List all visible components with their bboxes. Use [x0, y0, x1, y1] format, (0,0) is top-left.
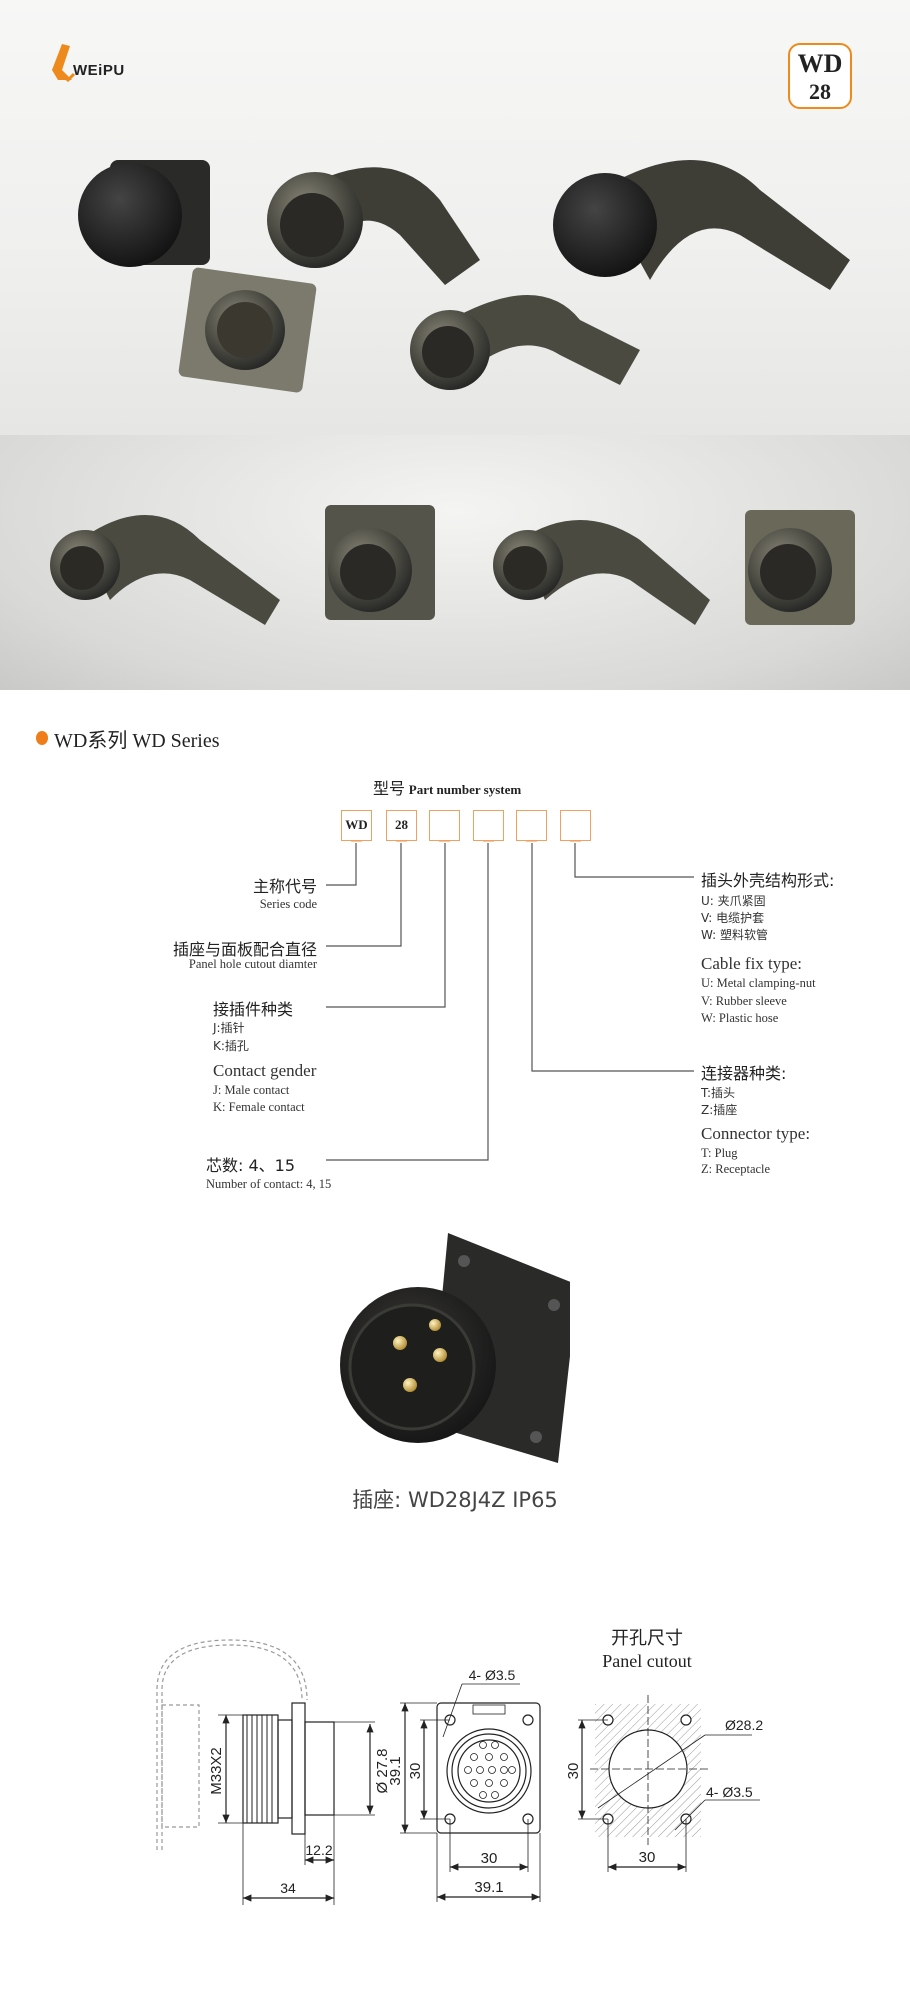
cutout-title-en: Panel cutout: [602, 1651, 691, 1671]
connector-photo-right-angle-plug: [267, 167, 480, 285]
part-box-diameter: 28: [386, 810, 417, 841]
bullet-icon: [36, 731, 48, 745]
weipu-logo-icon: [52, 44, 76, 82]
contact-count-label-cn: 芯数: 4、15: [206, 1156, 296, 1175]
connector-photo-capped-plug: [553, 160, 850, 290]
connector-photo-strip-1: [50, 515, 280, 625]
dim-back-length: 12.2: [305, 1842, 332, 1858]
diameter-label-en: Panel hole cutout diamter: [188, 957, 317, 971]
dim-hole-pitch-v: 30: [407, 1763, 424, 1780]
side-view-drawing: [156, 1639, 375, 1905]
dim-thread: M33X2: [208, 1747, 225, 1795]
connector-z-cn: Z:插座: [701, 1103, 738, 1117]
cable-fix-u-cn: U: 夹爪紧固: [701, 894, 766, 908]
dim-hole-pitch-h: 30: [481, 1850, 498, 1867]
contact-gender-title: Contact gender: [213, 1061, 317, 1080]
logo-text: WEiPU: [73, 62, 125, 79]
badge-line2: 28: [809, 79, 831, 104]
connector-t-en: T: Plug: [701, 1146, 738, 1160]
part-number-title-cn: 型号: [373, 779, 406, 798]
part-number-title-en: Part number system: [408, 782, 522, 797]
cable-fix-v-cn: V: 电缆护套: [701, 911, 765, 925]
cable-fix-w-en: W: Plastic hose: [701, 1011, 779, 1025]
part-box-contact-count: [473, 810, 504, 841]
connector-photo-strip-2: [325, 505, 435, 620]
contact-k-en: K: Female contact: [213, 1100, 305, 1114]
connector-z-en: Z: Receptacle: [701, 1162, 771, 1176]
connector-photo-strip-4: [745, 510, 855, 625]
contact-j-cn: J:插针: [213, 1021, 245, 1035]
connector-photos: [50, 160, 855, 625]
cable-fix-w-cn: W: 塑料软管: [701, 928, 769, 942]
dim-cutout-holes: 4- Ø3.5: [706, 1784, 753, 1800]
contact-count-label-en: Number of contact: 4, 15: [206, 1177, 332, 1191]
connector-type-label-cn: 连接器种类:: [701, 1064, 787, 1083]
part-box-cable-fix: [560, 810, 591, 841]
dim-back-diameter: Ø 27.8: [374, 1748, 391, 1793]
badge-line1: WD: [797, 49, 843, 78]
diameter-label-cn: 插座与面板配合直径: [172, 940, 317, 959]
product-photo-wd28j4z: [340, 1233, 570, 1463]
part-box-contact-gender: [429, 810, 460, 841]
dim-flange-height: 39.1: [387, 1756, 404, 1785]
contact-label-cn: 接插件种类: [213, 1000, 294, 1019]
part-number-leader-lines: [326, 840, 694, 1161]
connector-photo-square-receptacle: [178, 267, 317, 393]
series-badge: WD 28: [788, 43, 852, 109]
dim-total-length: 34: [280, 1880, 296, 1896]
connector-photo-strip-3: [493, 520, 710, 625]
cable-fix-u-en: U: Metal clamping-nut: [701, 976, 816, 990]
connector-type-title-en: Connector type:: [701, 1124, 811, 1143]
dim-flange-width: 39.1: [474, 1879, 503, 1896]
series-code-label-cn: 主称代号: [252, 877, 317, 896]
dim-cutout-pitch-v: 30: [565, 1763, 582, 1780]
connector-photo-right-angle-plug-small: [410, 295, 640, 390]
cutout-title-cn: 开孔尺寸: [611, 1628, 683, 1649]
series-code-label-en: Series code: [259, 897, 317, 911]
part-number-title: 型号 Part number system: [373, 775, 521, 799]
dim-cutout-diameter: Ø28.2: [725, 1717, 763, 1733]
section-title: WD系列 WD Series: [54, 730, 220, 752]
cable-fix-label-cn: 插头外壳结构形式:: [701, 871, 835, 890]
product-caption: 插座: WD28J4Z IP65: [352, 1488, 558, 1512]
cable-fix-title-en: Cable fix type:: [701, 954, 803, 973]
dim-cutout-pitch-h: 30: [639, 1849, 656, 1866]
contact-j-en: J: Male contact: [213, 1083, 290, 1097]
dim-mount-holes: 4- Ø3.5: [469, 1667, 516, 1683]
panel-cutout-drawing: [578, 1695, 760, 1872]
cable-fix-v-en: V: Rubber sleeve: [701, 994, 787, 1008]
connector-t-cn: T:插头: [701, 1086, 736, 1100]
connector-photo-cap-receptacle: [78, 160, 210, 267]
front-view-drawing: [400, 1683, 541, 1902]
contact-k-cn: K:插孔: [213, 1039, 249, 1053]
